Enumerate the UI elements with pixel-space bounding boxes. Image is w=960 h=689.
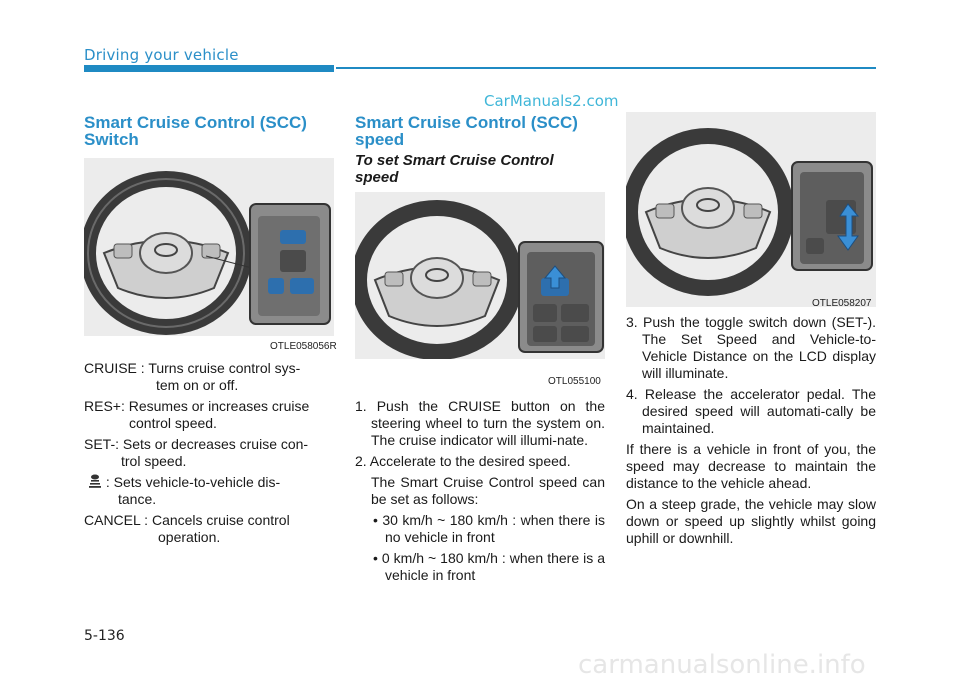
def-distance: : Sets vehicle-to-vehicle dis- tance. — [84, 474, 334, 508]
def-set: SET-: Sets or decreases cruise con- trol… — [84, 436, 334, 470]
page-number: 5-136 — [84, 628, 125, 644]
header-rule-thick — [84, 65, 334, 72]
col2-body: 1. Push the CRUISE button on the steerin… — [355, 398, 605, 588]
col2-subtitle: To set Smart Cruise Control speed — [355, 152, 554, 186]
def-desc: Sets or decreases cruise con- — [122, 436, 309, 452]
col1-title-line1: Smart Cruise Control (SCC) — [84, 113, 307, 132]
def-desc: Cancels cruise control — [151, 512, 290, 528]
steering-wheel-illustration — [355, 200, 604, 359]
header-rule-thin — [336, 67, 876, 69]
def-desc: Resumes or increases cruise — [128, 398, 310, 414]
paragraph-steep-grade: On a steep grade, the vehicle may slow d… — [626, 496, 876, 546]
watermark-bottom: carmanualsonline.info — [578, 650, 866, 680]
figure-code-1: OTLE058056R — [270, 341, 337, 352]
bullet-item: • 0 km/h ~ 180 km/h : when there is a ve… — [373, 550, 605, 583]
def-cont: operation. — [158, 529, 221, 545]
paragraph-vehicle-ahead: If there is a vehicle in front of you, t… — [626, 441, 876, 491]
figure-code-3: OTLE058207 — [812, 298, 872, 309]
def-res: RES+: Resumes or increases cruise contro… — [84, 398, 334, 432]
figure-cruise-button — [355, 192, 605, 359]
def-cancel: CANCEL : Cancels cruise control operatio… — [84, 512, 334, 546]
def-desc: Turns cruise control sys- — [148, 360, 301, 376]
bullet-item: • 30 km/h ~ 180 km/h : when there is no … — [373, 512, 605, 545]
col2-title-line2: speed — [355, 130, 405, 149]
section-header: Driving your vehicle — [84, 46, 239, 64]
col2-title: Smart Cruise Control (SCC) speed — [355, 114, 578, 148]
col2-title-line1: Smart Cruise Control (SCC) — [355, 113, 578, 132]
col2-subtitle-line1: To set Smart Cruise Control — [355, 152, 554, 169]
figure-scc-switch — [84, 158, 334, 336]
step-1: 1. Push the CRUISE button on the steerin… — [355, 398, 605, 448]
def-desc: Sets vehicle-to-vehicle dis- — [113, 474, 281, 490]
def-term: RES+: — [84, 398, 129, 414]
step-4: 4. Release the accelerator pedal. The de… — [626, 386, 876, 436]
col1-defs: CRUISE : Turns cruise control sys- tem o… — [84, 360, 334, 550]
def-cont: trol speed. — [121, 453, 187, 469]
def-cont: tance. — [118, 491, 157, 507]
def-cont: control speed. — [129, 415, 217, 431]
def-term: CANCEL : — [84, 512, 152, 528]
step-3: 3. Push the toggle switch down (SET-). T… — [626, 314, 876, 381]
def-term: : — [105, 474, 114, 490]
step-2-note: The Smart Cruise Control speed can be se… — [371, 474, 605, 507]
step-2: 2. Accelerate to the desired speed. — [355, 453, 571, 469]
figure-toggle-switch — [626, 112, 876, 307]
def-term: CRUISE : — [84, 360, 149, 376]
col1-title: Smart Cruise Control (SCC) Switch — [84, 114, 307, 148]
def-cont: tem on or off. — [156, 377, 239, 393]
def-term: SET-: — [84, 436, 123, 452]
col1-title-line2: Switch — [84, 130, 139, 149]
figure-code-2: OTL055100 — [548, 376, 601, 387]
col2-subtitle-line2: speed — [355, 169, 399, 186]
steering-wheel-illustration — [626, 128, 873, 296]
watermark: CarManuals2.com — [484, 92, 619, 110]
def-cruise: CRUISE : Turns cruise control sys- tem o… — [84, 360, 334, 394]
col3-body: 3. Push the toggle switch down (SET-). T… — [626, 314, 876, 551]
vehicle-distance-icon — [89, 474, 101, 488]
steering-wheel-illustration — [84, 171, 331, 335]
